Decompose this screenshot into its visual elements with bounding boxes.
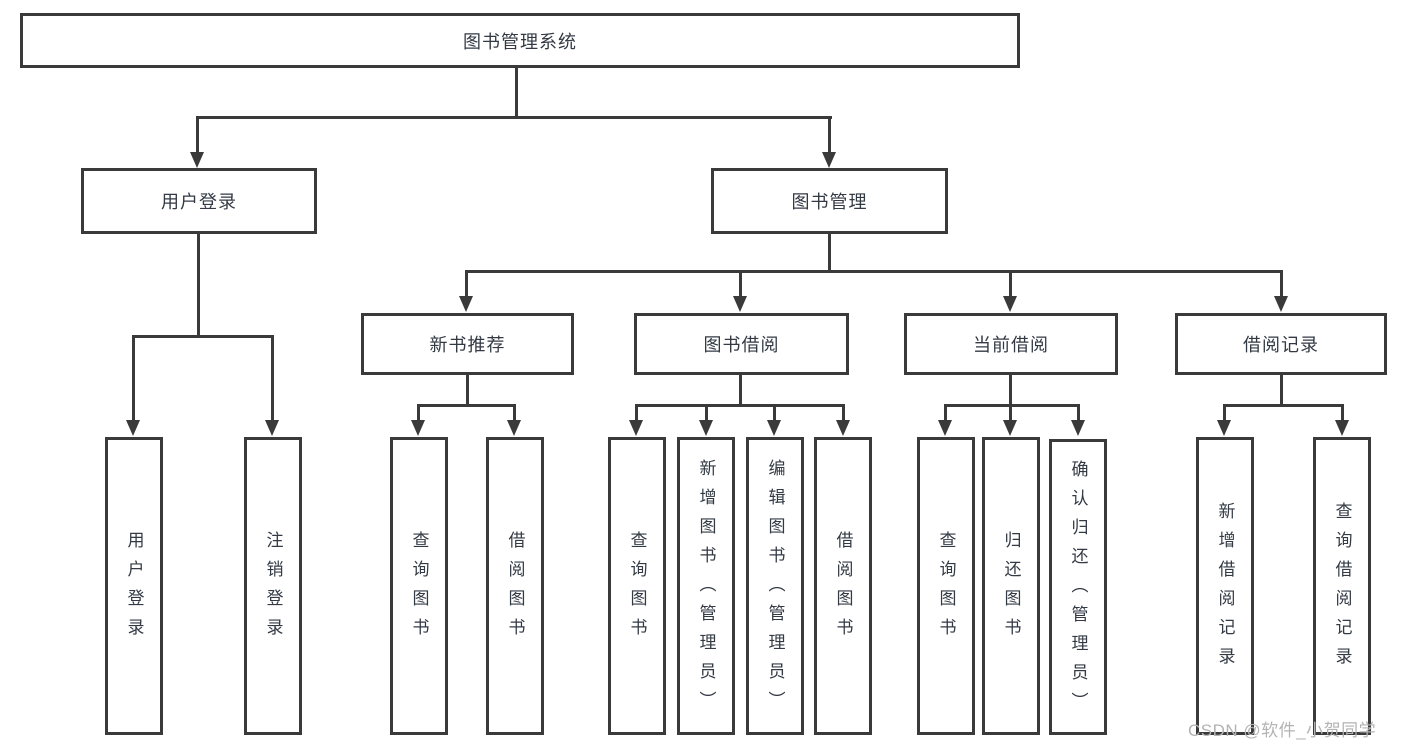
leaf-query-borrow-record: 查询借阅记录: [1313, 437, 1371, 735]
leaf-label: 编辑图书（管理员）: [765, 458, 785, 720]
leaf-query-books: 查询图书: [917, 437, 975, 735]
arrow-down-icon: [507, 420, 521, 436]
connector-line: [513, 404, 516, 422]
csdn-watermark: CSDN @软件_小贺同学: [1188, 721, 1377, 740]
connector-line: [944, 404, 947, 422]
node-label: 用户登录: [161, 192, 237, 212]
node-book-management: 图书管理: [711, 168, 948, 234]
connector-line: [1223, 404, 1226, 422]
node-library-management-system: 图书管理系统: [20, 13, 1020, 68]
connector-line: [1009, 404, 1012, 422]
arrow-down-icon: [1274, 296, 1288, 312]
connector-line: [1280, 270, 1283, 298]
connector-line: [417, 404, 515, 407]
arrow-down-icon: [733, 296, 747, 312]
connector-line: [1009, 375, 1012, 406]
arrow-down-icon: [265, 420, 279, 436]
connector-line: [466, 375, 469, 406]
connector-line: [1223, 404, 1344, 407]
leaf-label: 归还图书: [1001, 531, 1021, 647]
connector-line: [271, 335, 274, 421]
arrow-down-icon: [459, 296, 473, 312]
arrow-down-icon: [126, 420, 140, 436]
connector-line: [132, 335, 274, 338]
node-new-book-recommend: 新书推荐: [361, 313, 574, 375]
arrow-down-icon: [699, 420, 713, 436]
connector-line: [635, 404, 638, 422]
leaf-return-books: 归还图书: [982, 437, 1040, 735]
connector-line: [842, 404, 845, 422]
connector-line: [773, 404, 776, 422]
connector-line: [1009, 270, 1012, 298]
arrow-down-icon: [1217, 420, 1231, 436]
node-label: 当前借阅: [973, 335, 1049, 355]
leaf-label: 查询图书: [409, 531, 429, 647]
leaf-user-login: 用户登录: [105, 437, 163, 735]
connector-line: [515, 68, 518, 117]
leaf-edit-books-admin: 编辑图书（管理员）: [746, 437, 804, 735]
node-user-login: 用户登录: [81, 168, 317, 234]
leaf-label: 新增图书（管理员）: [696, 458, 716, 720]
connector-line: [1077, 404, 1080, 422]
leaf-label: 确认归还（管理员）: [1068, 459, 1088, 721]
leaf-confirm-return-admin: 确认归还（管理员）: [1049, 439, 1107, 735]
connector-line: [739, 270, 742, 298]
connector-line: [705, 404, 708, 422]
node-label: 借阅记录: [1243, 335, 1319, 355]
node-label: 新书推荐: [429, 335, 506, 355]
connector-line: [739, 375, 742, 406]
connector-line: [635, 404, 844, 407]
leaf-label: 查询图书: [936, 531, 956, 647]
leaf-add-borrow-record: 新增借阅记录: [1196, 437, 1254, 735]
node-current-borrowing: 当前借阅: [904, 313, 1118, 375]
arrow-down-icon: [1071, 420, 1085, 436]
connector-line: [828, 116, 831, 153]
leaf-label: 查询借阅记录: [1332, 502, 1352, 676]
arrow-down-icon: [836, 420, 850, 436]
arrow-down-icon: [629, 420, 643, 436]
connector-line: [132, 335, 135, 421]
arrow-down-icon: [1335, 420, 1349, 436]
arrow-down-icon: [190, 152, 204, 168]
node-label: 图书管理系统: [463, 31, 577, 52]
leaf-query-books: 查询图书: [390, 437, 448, 735]
node-label: 图书借阅: [703, 335, 780, 355]
connector-line: [196, 116, 832, 119]
connector-line: [828, 234, 831, 273]
connector-line: [417, 404, 420, 422]
leaf-query-books: 查询图书: [608, 437, 666, 735]
node-label: 图书管理: [791, 192, 868, 212]
leaf-label: 注销登录: [263, 531, 283, 647]
connector-line: [1341, 404, 1344, 422]
leaf-borrow-books: 借阅图书: [814, 437, 872, 735]
leaf-add-books-admin: 新增图书（管理员）: [677, 437, 735, 735]
leaf-label: 借阅图书: [833, 531, 853, 647]
arrow-down-icon: [938, 420, 952, 436]
arrow-down-icon: [1003, 420, 1017, 436]
connector-line: [465, 270, 1282, 273]
arrow-down-icon: [822, 152, 836, 168]
arrow-down-icon: [767, 420, 781, 436]
connector-line: [944, 404, 1080, 407]
connector-line: [197, 234, 200, 337]
node-book-borrowing: 图书借阅: [634, 313, 849, 375]
leaf-label: 查询图书: [627, 531, 647, 647]
leaf-borrow-books: 借阅图书: [486, 437, 544, 735]
leaf-label: 新增借阅记录: [1215, 502, 1235, 676]
node-borrowing-records: 借阅记录: [1175, 313, 1387, 375]
connector-line: [196, 116, 199, 153]
arrow-down-icon: [411, 420, 425, 436]
leaf-label: 借阅图书: [505, 531, 525, 647]
arrow-down-icon: [1003, 296, 1017, 312]
leaf-logout: 注销登录: [244, 437, 302, 735]
connector-line: [1280, 375, 1283, 406]
leaf-label: 用户登录: [124, 531, 144, 647]
connector-line: [465, 270, 468, 298]
